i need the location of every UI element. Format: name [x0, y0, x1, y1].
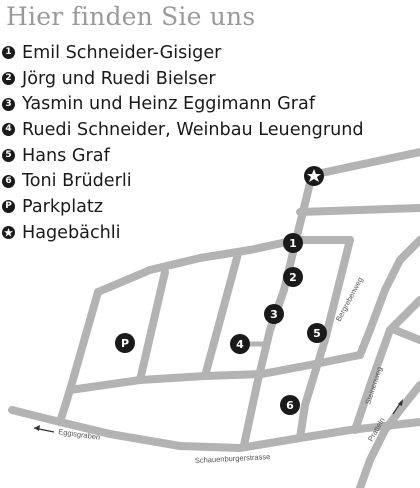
legend-item-3: 3 Yasmin und Heinz Eggimann Graf — [2, 91, 364, 117]
legend-item-1: 1 Emil Schneider-Gisiger — [2, 40, 364, 66]
map-marker-p[interactable]: P — [115, 333, 135, 353]
legend-item-5: 5 Hans Graf — [2, 143, 364, 169]
legend-label: Hagebächli — [22, 222, 121, 243]
map-marker-4[interactable]: 4 — [230, 334, 250, 354]
marker-badge-6: 6 — [2, 174, 15, 188]
legend-label: Emil Schneider-Gisiger — [22, 42, 222, 63]
road-north-main — [308, 148, 420, 179]
road-east-far — [391, 326, 420, 344]
legend-item-hagebaechli: Hagebächli — [2, 220, 364, 246]
arrow-up-right-icon — [392, 399, 403, 415]
svg-text:5: 5 — [313, 327, 321, 340]
road-east-inner — [296, 236, 354, 442]
marker-badge-1: 1 — [2, 46, 15, 60]
map-marker-2[interactable]: 2 — [283, 267, 303, 287]
legend-label: Ruedi Schneider, Weinbau Leuengrund — [22, 119, 364, 140]
road-pratteln — [356, 381, 420, 488]
marker-badge-3: 3 — [2, 97, 15, 111]
svg-text:2: 2 — [289, 271, 297, 284]
legend-item-4: 4 Ruedi Schneider, Weinbau Leuengrund — [2, 117, 364, 143]
map-marker-5[interactable]: 5 — [307, 323, 327, 343]
road-schauenburgerstrasse — [8, 406, 420, 452]
marker-badge-p: P — [2, 200, 15, 214]
road-cross-middle — [66, 351, 364, 394]
road-inner-1 — [136, 268, 169, 384]
svg-text:1: 1 — [289, 237, 297, 250]
road-network — [8, 148, 420, 488]
map-marker-6[interactable]: 6 — [280, 395, 300, 415]
marker-badge-2: 2 — [2, 72, 15, 86]
street-labels: Eggisgraben Schauenburgerstrasse Bergreb… — [33, 276, 403, 465]
star-icon — [307, 169, 321, 182]
svg-text:6: 6 — [286, 399, 294, 412]
page-title: Hier finden Sie uns — [6, 2, 256, 31]
legend: 1 Emil Schneider-Gisiger 2 Jörg und Rued… — [2, 40, 364, 246]
svg-text:P: P — [121, 337, 129, 350]
road-steinenweg — [351, 296, 420, 434]
map-marker-3[interactable]: 3 — [264, 304, 284, 324]
legend-label: Yasmin und Heinz Eggimann Graf — [22, 94, 316, 115]
svg-text:3: 3 — [270, 308, 278, 321]
road-outer-west — [94, 236, 354, 296]
road-inner-2 — [201, 250, 242, 380]
map-marker-star[interactable] — [304, 166, 324, 186]
road-parallel-east — [296, 204, 420, 216]
star-icon — [2, 226, 15, 240]
marker-badge-4: 4 — [2, 123, 15, 137]
legend-label: Jörg und Ruedi Bielser — [22, 68, 216, 89]
street-label-schauenburgerstrasse: Schauenburgerstrasse — [195, 452, 271, 465]
legend-label: Hans Graf — [22, 145, 110, 166]
legend-label: Toni Brüderli — [22, 171, 132, 192]
legend-item-6: 6 Toni Brüderli — [2, 168, 364, 194]
arrow-left-icon — [33, 425, 55, 433]
map-marker-1[interactable]: 1 — [283, 233, 303, 253]
legend-item-2: 2 Jörg und Ruedi Bielser — [2, 66, 364, 92]
legend-label: Parkplatz — [22, 196, 103, 217]
svg-text:4: 4 — [236, 338, 244, 351]
legend-item-parkplatz: P Parkplatz — [2, 194, 364, 220]
marker-badge-5: 5 — [2, 149, 15, 163]
road-bergrebenweg — [356, 236, 420, 359]
road-west-frame — [56, 288, 102, 426]
